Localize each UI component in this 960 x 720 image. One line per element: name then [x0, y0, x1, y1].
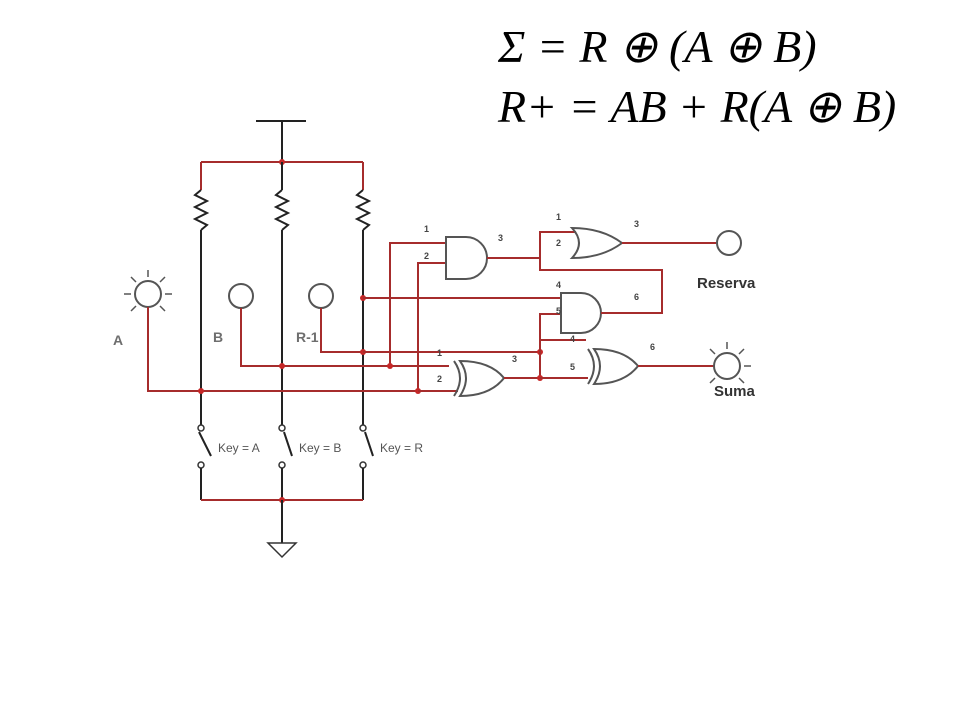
pin-label: 6 — [650, 342, 655, 352]
junction — [279, 363, 285, 369]
wire-a-to-and1 — [417, 262, 446, 391]
junction — [387, 363, 393, 369]
wire-r-to-xor2 — [363, 313, 561, 353]
pin-label: 4 — [556, 280, 561, 290]
pin-label: 1 — [424, 224, 429, 234]
wire-and2-to-or — [539, 258, 663, 314]
or-gate — [569, 226, 716, 260]
pin-label: 2 — [424, 251, 429, 261]
and-gate-1 — [445, 236, 540, 280]
resistor-r — [354, 162, 372, 238]
formula-carry: R+ = AB + R(A ⊕ B) — [497, 81, 896, 132]
switch-label-b: Key = B — [299, 441, 341, 455]
pin-label: 2 — [556, 238, 561, 248]
switch-label-a: Key = A — [218, 441, 260, 455]
switch-r[interactable] — [359, 424, 374, 500]
pin-label: 6 — [634, 292, 639, 302]
and-gate-2 — [560, 292, 602, 334]
output-label-sum: Suma — [714, 383, 756, 400]
carry-lamp — [716, 230, 742, 256]
pin-label: 1 — [437, 348, 442, 358]
pin-label: 4 — [570, 334, 575, 344]
input-label-r: R-1 — [296, 329, 319, 345]
switch-b[interactable] — [278, 424, 293, 500]
wire-a — [147, 307, 418, 392]
pin-label: 5 — [556, 306, 561, 316]
sum-lamp — [709, 342, 751, 384]
wire-and1-to-or — [539, 231, 576, 258]
input-label-a: A — [113, 332, 123, 348]
junction — [198, 388, 204, 394]
resistor-a — [192, 162, 210, 238]
wire-b-to-and1 — [389, 242, 446, 366]
pin-label: 5 — [570, 362, 575, 372]
input-label-b: B — [213, 329, 223, 345]
power-supply — [256, 120, 306, 162]
pin-label: 3 — [498, 233, 503, 243]
xor-gate-1 — [453, 359, 506, 398]
lamp-b — [228, 283, 254, 309]
output-label-carry: Reserva — [697, 275, 756, 292]
wire-r — [320, 308, 363, 353]
pin-label: 2 — [437, 374, 442, 384]
ground-icon — [266, 500, 298, 559]
lamp-a — [124, 270, 172, 312]
pin-label: 3 — [634, 219, 639, 229]
wire-b — [240, 308, 449, 367]
lamp-r — [308, 283, 334, 309]
switch-label-r: Key = R — [380, 441, 423, 455]
xor-gate-2 — [587, 347, 640, 386]
formula-sum: Σ = R ⊕ (A ⊕ B) — [497, 21, 817, 72]
pin-label: 3 — [512, 354, 517, 364]
resistor-b — [273, 162, 291, 238]
wire-xor1-out — [504, 339, 586, 379]
pin-label: 1 — [556, 212, 561, 222]
switch-a[interactable] — [197, 424, 212, 500]
